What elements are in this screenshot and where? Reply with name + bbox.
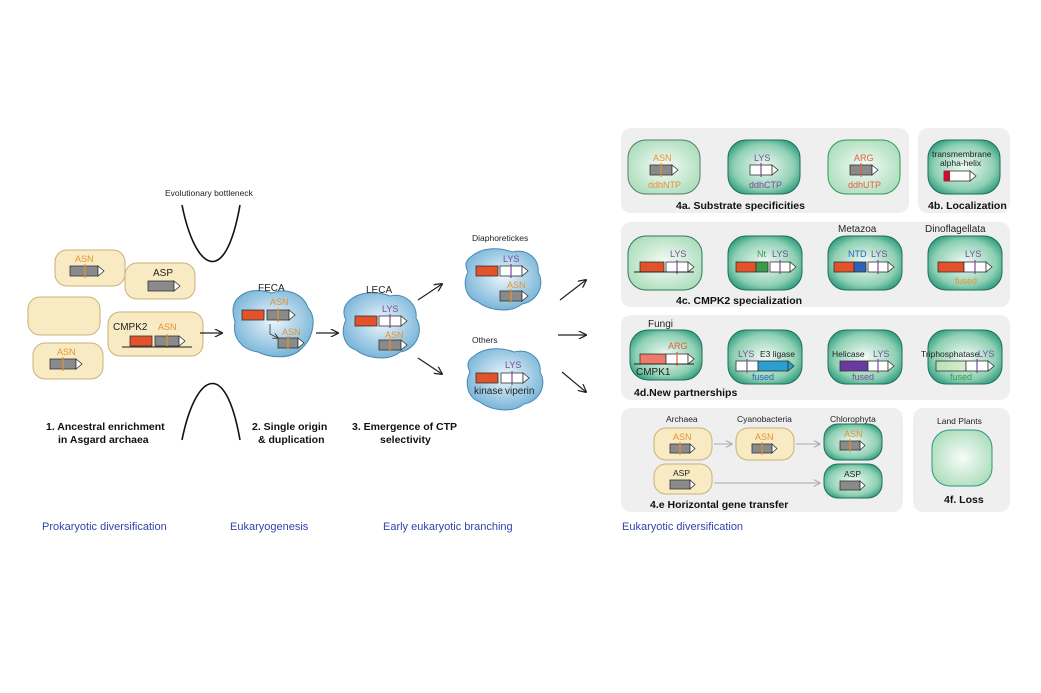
svg-text:Dinoflagellata: Dinoflagellata	[925, 224, 986, 235]
others-cell: Others LYS kinase viperin	[466, 335, 544, 411]
arrow-4c	[561, 371, 586, 392]
arrow-4a	[559, 280, 586, 301]
svg-text:ddhUTP: ddhUTP	[848, 180, 881, 190]
diaphoretickes-cell: Diaphoretickes LYS ASN	[464, 233, 542, 311]
svg-text:ddhNTP: ddhNTP	[648, 180, 681, 190]
svg-text:fused: fused	[852, 372, 874, 382]
svg-text:transmembrane: transmembrane	[932, 149, 992, 159]
svg-text:Land Plants: Land Plants	[937, 416, 982, 426]
svg-text:Evolutionary bottleneck: Evolutionary bottleneck	[165, 188, 254, 198]
svg-text:alpha-helix: alpha-helix	[940, 158, 982, 168]
svg-text:fused: fused	[752, 372, 774, 382]
panel-4e: Archaea Cyanobacteria Chlorophyta ASN AS…	[621, 408, 903, 512]
stage-eukaryogenesis: Eukaryogenesis	[230, 521, 309, 533]
svg-text:LYS: LYS	[505, 360, 521, 370]
arrow-3a	[417, 284, 442, 301]
svg-text:E3 ligase: E3 ligase	[760, 349, 795, 359]
prokaryotic-cells: ASN ASP CMPK2 ASN ASN	[27, 249, 204, 380]
svg-text:4b. Localization: 4b. Localization	[928, 200, 1007, 212]
svg-text:4.e Horizontal gene transfer: 4.e Horizontal gene transfer	[650, 499, 788, 511]
svg-text:LYS: LYS	[754, 153, 770, 163]
svg-text:NTD: NTD	[848, 249, 867, 259]
svg-text:ARG: ARG	[854, 153, 874, 163]
svg-text:ASN: ASN	[57, 347, 76, 357]
svg-text:Diaphoretickes: Diaphoretickes	[472, 233, 528, 243]
svg-text:Helicase: Helicase	[832, 349, 865, 359]
svg-text:ASN: ASN	[507, 280, 526, 290]
svg-text:ASN: ASN	[385, 330, 404, 340]
svg-text:ASP: ASP	[844, 469, 861, 479]
stage-early: Early eukaryotic branching	[383, 521, 513, 533]
panel-4c: LYS Nt LYS Metazoa NTD LYS Dinoflagellat…	[621, 222, 1010, 307]
svg-text:4a. Substrate specificities: 4a. Substrate specificities	[676, 200, 805, 212]
feca-cell: FECA ASN ASN	[232, 283, 314, 358]
svg-text:ARG: ARG	[668, 341, 688, 351]
svg-text:4f. Loss: 4f. Loss	[944, 494, 984, 506]
svg-text:Nt: Nt	[757, 249, 766, 259]
svg-text:LYS: LYS	[873, 349, 889, 359]
svg-text:fused: fused	[955, 276, 977, 286]
step2-line1: 2. Single origin	[252, 421, 327, 433]
panel-4f: Land Plants 4f. Loss	[913, 408, 1010, 512]
leca-cell: LECA LYS ASN	[342, 285, 420, 359]
svg-text:Others: Others	[472, 335, 498, 345]
step2-line2: & duplication	[258, 434, 325, 446]
svg-text:LECA: LECA	[366, 285, 392, 296]
svg-text:LYS: LYS	[871, 249, 887, 259]
svg-text:fused: fused	[950, 372, 972, 382]
step1-line2: in Asgard archaea	[58, 434, 149, 446]
svg-text:LYS: LYS	[670, 249, 686, 259]
svg-text:LYS: LYS	[978, 349, 994, 359]
svg-text:Archaea: Archaea	[666, 414, 698, 424]
svg-text:kinase: kinase	[474, 386, 503, 397]
svg-text:Triphosphatase: Triphosphatase	[921, 349, 980, 359]
svg-text:LYS: LYS	[738, 349, 754, 359]
svg-text:Fungi: Fungi	[648, 319, 673, 330]
svg-text:Cyanobacteria: Cyanobacteria	[737, 414, 792, 424]
svg-text:LYS: LYS	[503, 254, 519, 264]
svg-text:Chlorophyta: Chlorophyta	[830, 414, 876, 424]
stage-prokaryotic: Prokaryotic diversification	[42, 521, 167, 533]
step3-line1: 3. Emergence of CTP	[352, 421, 457, 433]
step3-line2: selectivity	[380, 434, 431, 446]
svg-text:ASP: ASP	[673, 468, 690, 478]
svg-text:ASN: ASN	[270, 297, 289, 307]
svg-text:ASP: ASP	[153, 268, 173, 279]
svg-text:viperin: viperin	[505, 386, 534, 397]
panel-4b: transmembrane alpha-helix 4b. Localizati…	[918, 128, 1010, 213]
svg-text:LYS: LYS	[382, 304, 398, 314]
bottleneck: Evolutionary bottleneck	[165, 188, 254, 441]
svg-text:CMPK2: CMPK2	[113, 322, 148, 333]
svg-text:ASN: ASN	[653, 153, 672, 163]
svg-text:4d.New partnerships: 4d.New partnerships	[634, 387, 737, 399]
svg-text:Metazoa: Metazoa	[838, 224, 877, 235]
svg-text:FECA: FECA	[258, 283, 285, 294]
arrow-3b	[417, 357, 442, 374]
svg-text:ASN: ASN	[673, 432, 692, 442]
panel-4a: ASN ddhNTP LYS ddhCTP ARG ddhUTP 4a. Sub…	[621, 128, 909, 213]
svg-text:4c. CMPK2 specialization: 4c. CMPK2 specialization	[676, 295, 802, 307]
step1-line1: 1. Ancestral enrichment	[46, 421, 165, 433]
svg-text:ASN: ASN	[75, 254, 94, 264]
svg-text:ASN: ASN	[755, 432, 774, 442]
svg-text:ddhCTP: ddhCTP	[749, 180, 782, 190]
stage-eukaryotic: Eukaryotic diversification	[622, 521, 743, 533]
svg-text:ASN: ASN	[158, 322, 177, 332]
svg-text:CMPK1: CMPK1	[636, 367, 671, 378]
svg-text:ASN: ASN	[844, 429, 863, 439]
svg-text:LYS: LYS	[965, 249, 981, 259]
svg-text:ASN: ASN	[282, 327, 301, 337]
svg-text:LYS: LYS	[772, 249, 788, 259]
panel-4d: Fungi ARG CMPK1 LYS E3 ligase fused Heli…	[621, 315, 1010, 400]
